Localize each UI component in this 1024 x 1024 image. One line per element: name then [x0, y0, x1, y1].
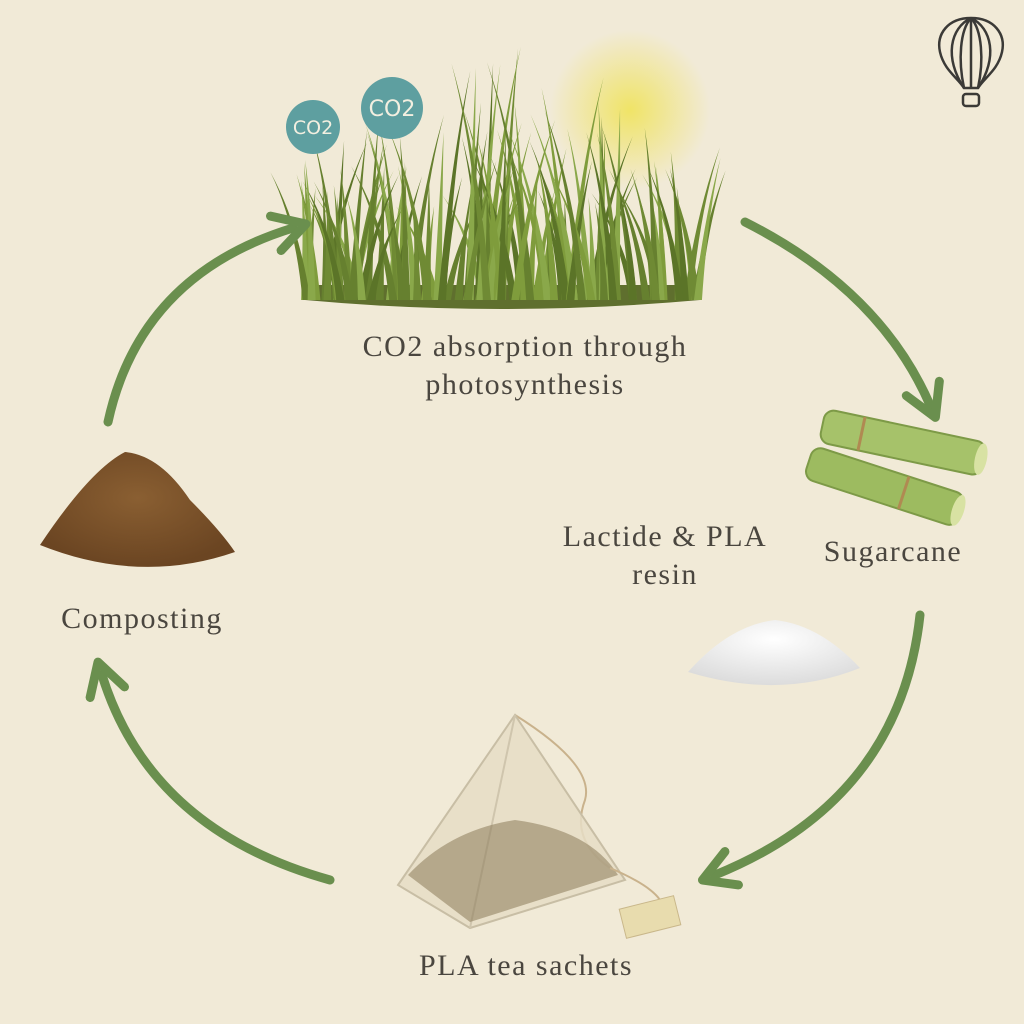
tea-sachet-illustration	[396, 713, 682, 939]
co2-badge: CO2	[361, 77, 423, 139]
pla-resin-powder	[688, 620, 860, 686]
grass-blade	[497, 131, 506, 300]
grass-blade	[588, 197, 597, 300]
grass-blade	[302, 181, 345, 300]
grass-blade	[375, 166, 385, 300]
photosynthesis-label-line2: photosynthesis	[425, 368, 625, 401]
grass-blade	[507, 128, 552, 300]
grass-blade	[454, 182, 473, 300]
grass-blade	[305, 159, 316, 300]
composting-label: Composting	[61, 602, 223, 635]
grass-blade	[654, 160, 668, 300]
grass-blade	[437, 71, 471, 300]
arrow-to-composting	[85, 657, 335, 885]
grass-blade	[482, 46, 521, 300]
grass-blade	[633, 180, 660, 300]
arrow-to-sachets	[697, 610, 925, 890]
grass-blade	[399, 135, 410, 300]
grass-blade	[442, 194, 487, 300]
grass-blade	[412, 209, 422, 300]
grass-blade	[508, 151, 551, 300]
grass-blade	[665, 168, 701, 300]
grass-blade	[397, 165, 419, 300]
grass-blade	[566, 160, 593, 300]
resin-label-line1: Lactide & PLA	[562, 520, 768, 553]
grass-blade	[618, 192, 637, 300]
co2-badge: CO2	[286, 100, 340, 154]
sugarcane-illustration	[805, 409, 988, 526]
grass-blade	[535, 155, 559, 300]
grass-blade	[348, 130, 368, 300]
resin-label: Lactide & PLA resin	[563, 518, 767, 594]
grass-blade	[548, 169, 596, 300]
grass-blade	[388, 127, 432, 300]
grass-blade	[609, 169, 651, 300]
grass-blade	[346, 196, 366, 300]
grass-blade	[611, 109, 621, 300]
grass-blade	[351, 165, 398, 300]
compost-pile	[40, 452, 235, 567]
grass-blade	[386, 195, 406, 300]
hot-air-balloon-icon	[937, 16, 1005, 108]
co2-badge-text: CO2	[293, 117, 333, 139]
arrow-to-photosynthesis	[103, 211, 311, 427]
sugarcane-label: Sugarcane	[823, 535, 963, 568]
grass-blade	[270, 172, 311, 300]
sun-glow	[550, 30, 710, 190]
grass-blade	[693, 158, 721, 300]
grass-blade	[442, 198, 482, 300]
grass-blade	[544, 109, 586, 300]
grass-blade	[470, 155, 518, 300]
resin-label-line2: resin	[632, 558, 698, 591]
grass-blade	[530, 114, 579, 300]
grass-blade	[532, 189, 556, 300]
grass-blade	[596, 132, 622, 300]
grass-blade	[591, 193, 638, 300]
grass-blade	[511, 119, 556, 301]
sachets-label: PLA tea sachets	[418, 949, 634, 982]
grass-blade	[586, 132, 618, 300]
grass-blade	[433, 132, 444, 300]
grass-blade	[529, 141, 571, 300]
grass-blade	[644, 127, 660, 300]
photosynthesis-label: CO2 absorption through photosynthesis	[363, 328, 688, 404]
grass-blade	[476, 135, 506, 300]
grass-blade	[647, 167, 684, 300]
co2-badge-text: CO2	[369, 97, 416, 122]
photosynthesis-label-line1: CO2 absorption through	[362, 330, 688, 363]
grass-blade	[489, 154, 526, 300]
grass-blade	[451, 63, 491, 300]
grass-blade	[594, 202, 609, 300]
grass-illustration	[270, 46, 726, 309]
grass-blade	[385, 166, 407, 300]
arrow-to-sugarcane	[740, 217, 944, 422]
grass-blade	[367, 209, 402, 300]
grass-blade	[484, 167, 514, 300]
grass-blade	[356, 174, 399, 300]
grass-blade	[313, 181, 354, 300]
grass-blade	[465, 67, 476, 300]
grass-blade	[669, 167, 689, 300]
grass-blade	[340, 168, 353, 300]
